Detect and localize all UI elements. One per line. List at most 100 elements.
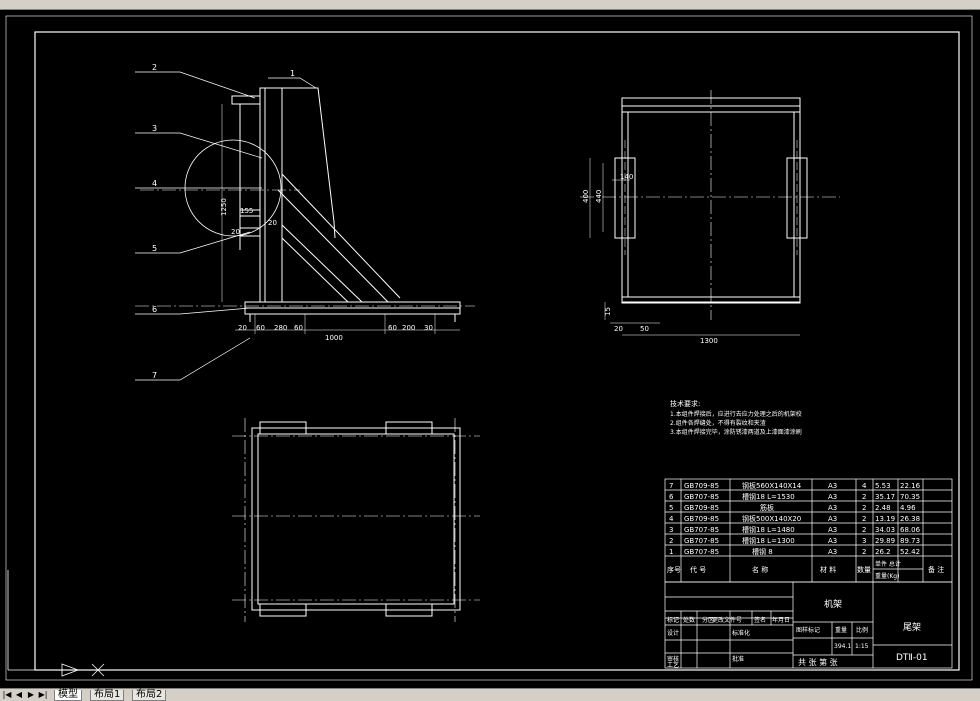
dim-base-5: 60: [388, 324, 397, 332]
row-5-name: 筋板: [760, 503, 774, 512]
row-7-code: GB709-85: [684, 482, 719, 490]
dim-base-4: 1000: [325, 334, 343, 342]
row-6-unit: 35.17: [875, 493, 895, 501]
part-label-3: 3: [152, 124, 157, 133]
row-5-code: GB709-85: [684, 504, 719, 512]
parts-table-grid: [664, 478, 953, 583]
row-4-mat: A3: [828, 515, 837, 523]
row-3-total: 68.06: [900, 526, 921, 534]
row-7-name: 钢板560X140X14: [742, 481, 802, 490]
row-4-name: 钢板500X140X20: [742, 514, 801, 523]
hdr-name: 名 称: [752, 565, 768, 574]
row-7-qty: 4: [862, 482, 867, 490]
tb-standard: 标准化: [732, 629, 750, 637]
hdr-qty: 数量: [857, 565, 871, 574]
row-5-qty: 2: [862, 504, 866, 512]
part-label-1: 1: [290, 69, 295, 78]
row-2-mat: A3: [828, 537, 837, 545]
dim-1300: 1300: [700, 337, 718, 345]
row-7-mat: A3: [828, 482, 837, 490]
tech-note-1: 1.本组件焊接后，应进行去应力处理之后的机架校: [670, 410, 802, 418]
row-1-code: GB707-85: [684, 548, 719, 556]
row-1-no: 1: [669, 548, 673, 556]
row-3-qty: 2: [862, 526, 866, 534]
dim-20: 20: [614, 325, 623, 333]
tb-label-1: 处数: [683, 616, 695, 624]
dim-400: 400: [582, 190, 590, 203]
scale-label: 比例: [856, 626, 868, 634]
row-4-no: 4: [669, 515, 674, 523]
row-3-name: 槽钢18 L=1480: [742, 525, 795, 534]
dim-50: 50: [640, 325, 649, 333]
tb-designer: 设计: [667, 629, 679, 637]
inner-frame: [34, 31, 960, 671]
hdr-remark: 备 注: [928, 565, 944, 574]
dim-15: 15: [604, 307, 612, 316]
row-5-no: 5: [669, 504, 673, 512]
last-tab-icon[interactable]: ▶|: [38, 690, 48, 699]
dim-base-1: 60: [256, 324, 265, 332]
dim-155: 155: [240, 207, 253, 215]
cad-drawing-canvas[interactable]: 1 2 3 4 5 6 7 1250 155 20 20 20 60 280 6…: [0, 10, 980, 688]
weight-value: 394.1: [834, 643, 851, 650]
row-2-unit: 29.89: [875, 537, 895, 545]
dim-20b: 20: [231, 228, 240, 236]
tb-label-5: 年月日: [772, 616, 790, 624]
dim-140: 140: [620, 173, 633, 181]
plan-view: [232, 418, 480, 622]
part-label-2: 2: [152, 63, 157, 72]
next-tab-icon[interactable]: ▶: [27, 690, 35, 699]
tech-note-2: 2.组件各焊缝处，不得有裂纹和夹渣: [670, 419, 766, 427]
tech-notes-title: 技术要求:: [670, 399, 700, 408]
row-2-code: GB707-85: [684, 537, 719, 545]
row-4-code: GB709-85: [684, 515, 719, 523]
dim-base-3: 60: [294, 324, 303, 332]
row-2-name: 槽钢18 L=1300: [742, 536, 795, 545]
tb-label-3: 更改文件号: [712, 616, 742, 624]
dim-height: 1250: [220, 198, 228, 216]
tech-note-3: 3.本组件焊接完毕，涂防锈漆两道及上漆面漆涂刷: [670, 428, 802, 436]
row-7-unit: 5.53: [875, 482, 891, 490]
row-6-total: 70.35: [900, 493, 920, 501]
company-name: 尾架: [903, 622, 921, 633]
row-6-qty: 2: [862, 493, 866, 501]
row-2-no: 2: [669, 537, 673, 545]
tab-layout2[interactable]: 布局2: [132, 690, 167, 701]
hdr-weight-bottom: 重量(Kg): [875, 572, 899, 580]
row-5-unit: 2.48: [875, 504, 891, 512]
dim-20a: 20: [268, 219, 277, 227]
row-3-mat: A3: [828, 526, 837, 534]
prev-tab-icon[interactable]: ◀: [15, 690, 23, 699]
outer-frame: [5, 15, 973, 681]
tb-label-4: 签名: [754, 616, 766, 624]
row-3-unit: 34.03: [875, 526, 895, 534]
row-6-name: 槽钢18 L=1530: [742, 492, 795, 501]
tb-process: 工艺: [667, 661, 679, 669]
weight-label: 重量: [835, 626, 847, 634]
tab-layout1[interactable]: 布局1: [90, 690, 125, 701]
row-4-total: 26.38: [900, 515, 920, 523]
dim-440: 440: [595, 190, 603, 203]
front-view: [580, 90, 840, 336]
row-3-no: 3: [669, 526, 673, 534]
row-1-name: 槽钢 8: [752, 547, 773, 556]
row-4-unit: 13.19: [875, 515, 895, 523]
row-3-code: GB707-85: [684, 526, 719, 534]
tab-model[interactable]: 模型: [54, 690, 82, 701]
tb-label-0: 标记: [667, 616, 679, 624]
row-4-qty: 2: [862, 515, 866, 523]
dim-base-0: 20: [238, 324, 247, 332]
row-6-no: 6: [669, 493, 674, 501]
row-1-qty: 2: [862, 548, 866, 556]
tb-label-2: 分区: [702, 616, 714, 624]
mark-label: 图样标记: [796, 626, 820, 634]
first-tab-icon[interactable]: |◀: [2, 690, 12, 699]
row-2-qty: 3: [862, 537, 866, 545]
dim-base-7: 30: [424, 324, 433, 332]
hdr-material: 材 料: [820, 565, 836, 574]
row-2-total: 89.73: [900, 537, 920, 545]
scale-value: 1:15: [855, 643, 869, 650]
row-5-total: 4.96: [900, 504, 916, 512]
part-label-5: 5: [152, 244, 157, 253]
drawing-number: DTⅡ-01: [896, 653, 928, 663]
